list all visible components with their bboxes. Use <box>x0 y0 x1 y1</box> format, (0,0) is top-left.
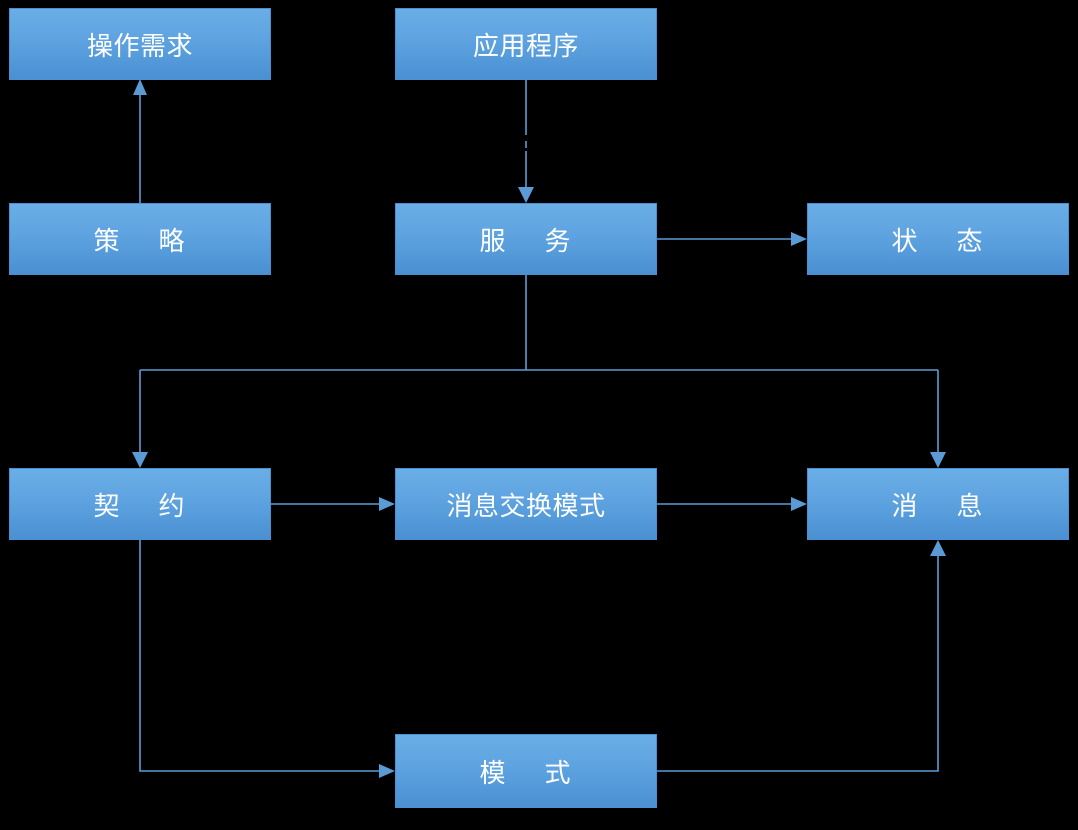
edge-service-to-message <box>930 370 946 468</box>
node-message-exchange-pattern[interactable]: 消息交换模式 <box>395 468 657 540</box>
node-operational-requirement[interactable]: 操作需求 <box>9 8 271 80</box>
edge-policy-to-operational-requirement <box>133 79 147 203</box>
node-contract[interactable]: 契 约 <box>9 468 271 540</box>
node-service[interactable]: 服 务 <box>395 203 657 275</box>
edge-service-branch-bus <box>140 275 938 371</box>
node-message[interactable]: 消 息 <box>807 468 1069 540</box>
edge-service-to-state <box>657 232 807 246</box>
edge-application-to-service <box>518 80 534 203</box>
edge-contract-to-mep <box>271 497 395 511</box>
node-policy[interactable]: 策 略 <box>9 203 271 275</box>
edge-mep-to-message <box>657 497 807 511</box>
edge-pattern-to-message <box>657 540 946 772</box>
edge-service-to-contract <box>132 370 148 468</box>
node-pattern[interactable]: 模 式 <box>395 734 657 808</box>
node-application[interactable]: 应用程序 <box>395 8 657 80</box>
edge-contract-to-pattern <box>139 540 395 778</box>
node-state[interactable]: 状 态 <box>807 203 1069 275</box>
